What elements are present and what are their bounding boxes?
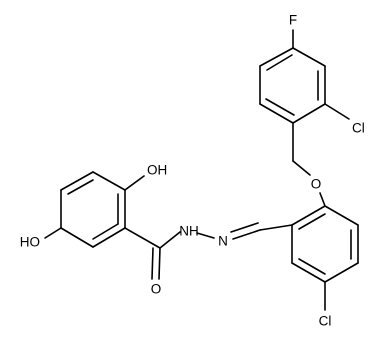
bond (92, 223, 119, 240)
bond (324, 205, 359, 226)
bond (291, 205, 326, 226)
bond (159, 231, 181, 249)
bond (230, 222, 259, 233)
bond (292, 47, 326, 67)
imine-n-label: N (218, 234, 228, 249)
fluorine-label: F (289, 13, 297, 28)
bond (124, 175, 145, 191)
bond (92, 227, 126, 248)
bond (259, 47, 294, 67)
bond (292, 160, 311, 176)
bond (298, 213, 326, 230)
bond (292, 103, 326, 124)
bonds (44, 29, 359, 311)
amide-nh-label: NH (179, 224, 199, 239)
bond (232, 229, 261, 240)
bond (324, 103, 350, 120)
bond (298, 258, 326, 275)
bond (158, 247, 161, 280)
bond (319, 192, 326, 207)
chlorine-benzyl-label: Cl (352, 121, 365, 136)
hydroxyl-meta-label: HO (20, 235, 40, 250)
bond (291, 262, 326, 283)
bond (266, 54, 293, 71)
bond (265, 98, 295, 116)
atom-labels: F Cl O HO OH NH N O Cl (20, 13, 365, 329)
bond (92, 171, 126, 191)
ether-oxygen-label: O (311, 177, 322, 192)
hydroxyl-ortho-label: OH (147, 163, 167, 178)
bond (324, 262, 359, 283)
bond (67, 179, 94, 195)
bond (151, 247, 154, 280)
bond (60, 227, 94, 248)
bond (124, 227, 161, 249)
bond (259, 103, 294, 124)
bond (259, 224, 293, 231)
bond (44, 227, 62, 239)
chlorine-aryl-label: Cl (319, 314, 332, 329)
bond (60, 171, 94, 191)
carbonyl-oxygen-label: O (151, 282, 162, 297)
bond (196, 232, 215, 239)
